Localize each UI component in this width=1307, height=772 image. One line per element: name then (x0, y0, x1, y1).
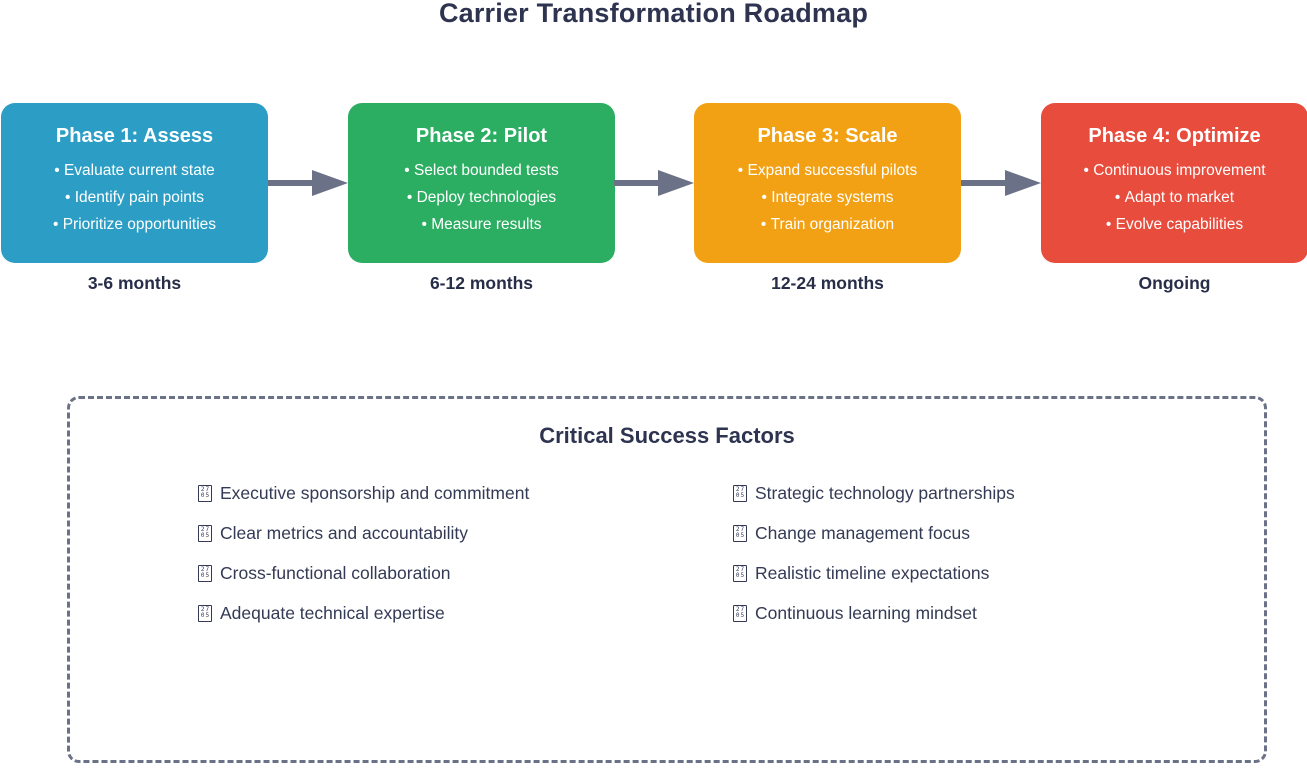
csf-item-label: Adequate technical expertise (220, 602, 445, 623)
phase-1-bullet-list: Evaluate current state Identify pain poi… (1, 157, 268, 238)
phase-3-bullet-list: Expand successful pilots Integrate syste… (694, 157, 961, 238)
bullet-item: Evaluate current state (1, 157, 268, 184)
csf-item-label: Clear metrics and accountability (220, 522, 469, 543)
csf-item-label: Strategic technology partnerships (755, 482, 1015, 503)
arrow-shaft (268, 180, 312, 186)
bullet-item: Evolve capabilities (1041, 211, 1307, 238)
phase-1-duration-label: 3-6 months (87, 273, 182, 293)
csf-item-label: Executive sponsorship and commitment (220, 482, 530, 503)
bullet-item: Train organization (694, 211, 961, 238)
phase-4-duration-label: Ongoing (1138, 273, 1211, 293)
phase-2-duration-label: 6-12 months (429, 273, 534, 293)
bullet-item: Integrate systems (694, 184, 961, 211)
right-arrow-icon (268, 170, 348, 196)
arrow-shaft (614, 180, 658, 186)
phase-3-duration-label: 12-24 months (771, 273, 884, 293)
phase-1-title: Phase 1: Assess (55, 125, 214, 147)
bullet-item: Continuous improvement (1041, 157, 1307, 184)
csf-item-label: Change management focus (755, 522, 970, 543)
phase-1-box: Phase 1: Assess Evaluate current state I… (1, 103, 268, 263)
arrow-head (312, 170, 348, 196)
phase-2-box: Phase 2: Pilot Select bounded tests Depl… (348, 103, 615, 263)
phase-2-title: Phase 2: Pilot (415, 125, 548, 147)
csf-item-label: Realistic timeline expectations (755, 562, 990, 583)
csf-title: Critical Success Factors (539, 423, 795, 448)
csf-item-label: Continuous learning mindset (755, 602, 977, 623)
arrow-shaft (961, 180, 1005, 186)
right-arrow-icon (961, 170, 1041, 196)
arrow-head (658, 170, 694, 196)
page-title: Carrier Transformation Roadmap (438, 0, 869, 28)
phase-2-bullet-list: Select bounded tests Deploy technologies… (348, 157, 615, 238)
bullet-item: Deploy technologies (348, 184, 615, 211)
right-arrow-icon (614, 170, 694, 196)
bullet-item: Select bounded tests (348, 157, 615, 184)
bullet-item: Prioritize opportunities (1, 211, 268, 238)
csf-item-label: Cross-functional collaboration (220, 562, 451, 583)
phase-4-box: Phase 4: Optimize Continuous improvement… (1041, 103, 1307, 263)
bullet-item: Identify pain points (1, 184, 268, 211)
bullet-item: Adapt to market (1041, 184, 1307, 211)
phase-4-bullet-list: Continuous improvement Adapt to market E… (1041, 157, 1307, 238)
bullet-item: Expand successful pilots (694, 157, 961, 184)
phase-3-title: Phase 3: Scale (757, 125, 898, 147)
phase-4-title: Phase 4: Optimize (1088, 125, 1261, 147)
arrow-head (1005, 170, 1041, 196)
bullet-item: Measure results (348, 211, 615, 238)
phase-3-box: Phase 3: Scale Expand successful pilots … (694, 103, 961, 263)
